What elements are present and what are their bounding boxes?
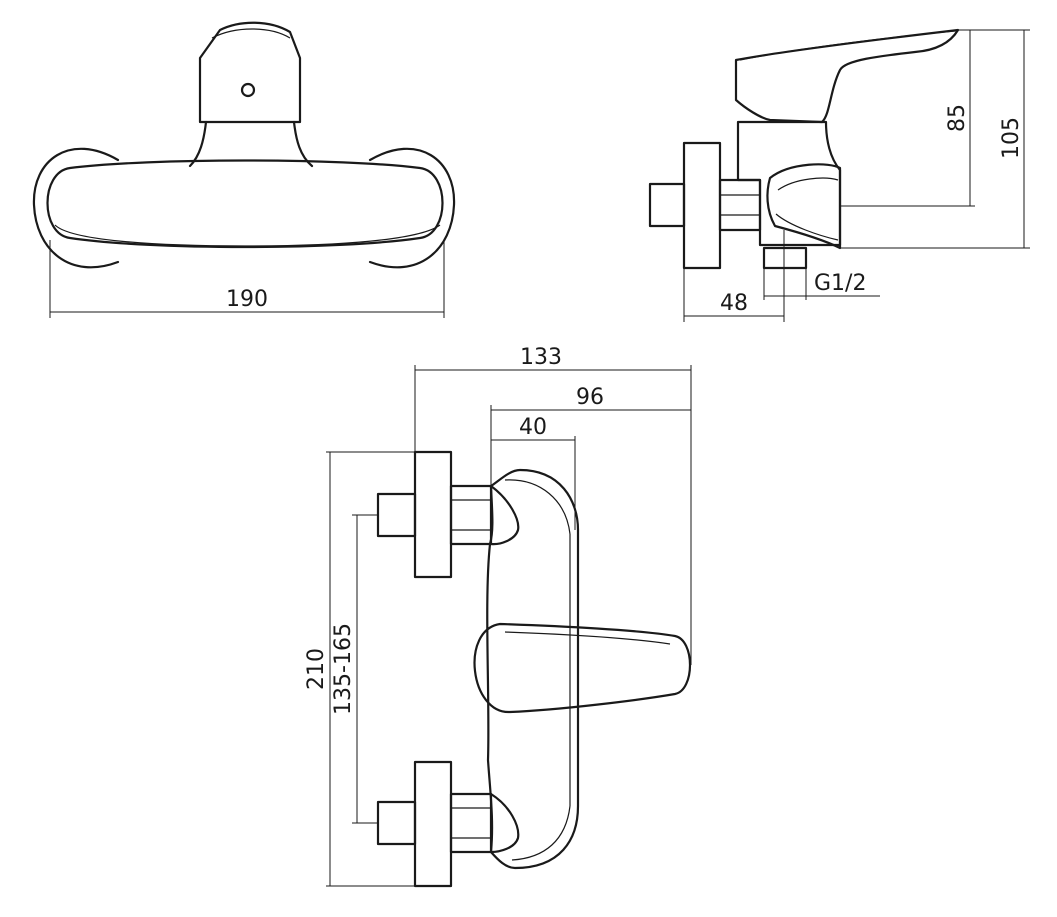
front-width-dim: 190 <box>226 287 268 312</box>
side-nut <box>718 178 762 232</box>
front-screw-hole <box>240 82 256 98</box>
top-width-96: 96 <box>576 385 604 410</box>
side-thread <box>762 246 808 270</box>
side-outlet <box>766 163 842 250</box>
front-view: 190 <box>32 21 456 318</box>
side-rosette <box>682 141 722 270</box>
top-centers-label: 135-165 <box>331 623 356 715</box>
side-lever <box>734 28 960 124</box>
top-body <box>486 468 580 870</box>
side-height-85: 85 <box>945 104 970 132</box>
top-height-210: 210 <box>304 648 329 690</box>
front-left-rosette <box>32 147 120 269</box>
top-upper-pipe <box>376 492 417 538</box>
top-width-133: 133 <box>520 345 562 370</box>
front-right-rosette <box>368 147 456 269</box>
side-view: 85 105 48 G1/2 <box>648 28 1030 322</box>
side-inlet-pipe <box>648 182 686 228</box>
side-depth-48: 48 <box>720 291 748 316</box>
side-thread-label: G1/2 <box>814 271 866 296</box>
top-lever <box>473 622 692 714</box>
top-lower-pipe <box>376 800 417 846</box>
side-height-105: 105 <box>999 117 1024 159</box>
top-upper-rosette <box>413 450 453 579</box>
front-body <box>46 159 444 249</box>
top-width-40: 40 <box>519 415 547 440</box>
front-cartridge-neck <box>198 21 302 124</box>
top-view: 133 96 40 210 135-165 <box>304 345 692 888</box>
top-lower-rosette <box>413 760 453 888</box>
